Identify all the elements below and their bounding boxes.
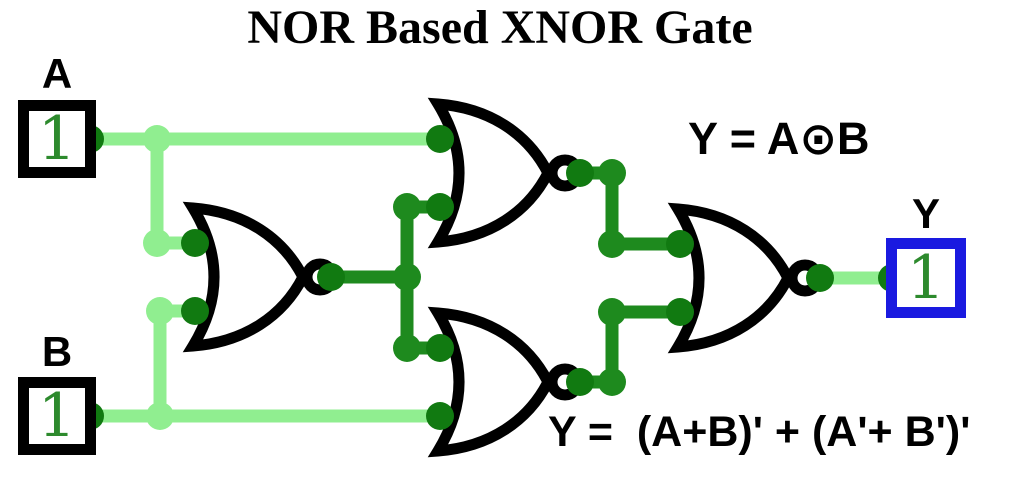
output-y-label: Y: [911, 190, 940, 237]
port-dot-nor4-out: [806, 264, 834, 292]
input-b-label: B: [41, 328, 73, 375]
input-b-value: 1: [37, 381, 77, 451]
junction-dot: [393, 334, 421, 362]
input-a-label: A: [41, 50, 73, 97]
port-dot-nor2-in2: [426, 193, 454, 221]
page-title: NOR Based XNOR Gate: [247, 1, 753, 54]
equation-symbolic: Y = A⊙B: [688, 113, 870, 164]
junction-dot: [598, 368, 626, 396]
port-dot-nor3-in1: [426, 334, 454, 362]
port-dot-nor3-out: [566, 368, 594, 396]
junction-dot: [393, 263, 421, 291]
junction-dot: [598, 230, 626, 258]
junction-dot: [143, 229, 171, 257]
port-dot-nor1-out: [317, 263, 345, 291]
junction-dot: [146, 402, 174, 430]
junction-dot: [393, 193, 421, 221]
port-dot-nor4-in2: [666, 298, 694, 326]
wire-nor3-to-nor4: [580, 305, 678, 389]
port-dot-nor4-in1: [666, 230, 694, 258]
nor-gate-1[interactable]: [193, 208, 333, 346]
port-dot-nor2-out: [566, 159, 594, 187]
nor-gate-4[interactable]: [678, 209, 818, 347]
output-y-value: 1: [906, 243, 946, 313]
input-a-value: 1: [37, 104, 77, 174]
port-dot-nor2-in1: [426, 125, 454, 153]
wire-input-a-branch: [150, 139, 196, 250]
junction-dot: [598, 159, 626, 187]
equation-expanded: Y = (A+B)' + (A'+ B')': [548, 408, 971, 456]
junction-dot: [143, 125, 171, 153]
junction-dot: [146, 297, 174, 325]
input-a-switch[interactable]: 1: [18, 100, 96, 178]
port-dot-nor1-in1: [181, 229, 209, 257]
wire-input-b-branch: [153, 304, 196, 416]
port-dot-nor3-in2: [426, 402, 454, 430]
port-dot-nor1-in2: [181, 297, 209, 325]
junction-dot: [598, 298, 626, 326]
input-b-switch[interactable]: 1: [18, 377, 96, 455]
output-y-indicator: 1: [886, 238, 966, 318]
nor-gate-2[interactable]: [438, 104, 578, 242]
wire-nor2-to-nor4: [580, 166, 678, 251]
